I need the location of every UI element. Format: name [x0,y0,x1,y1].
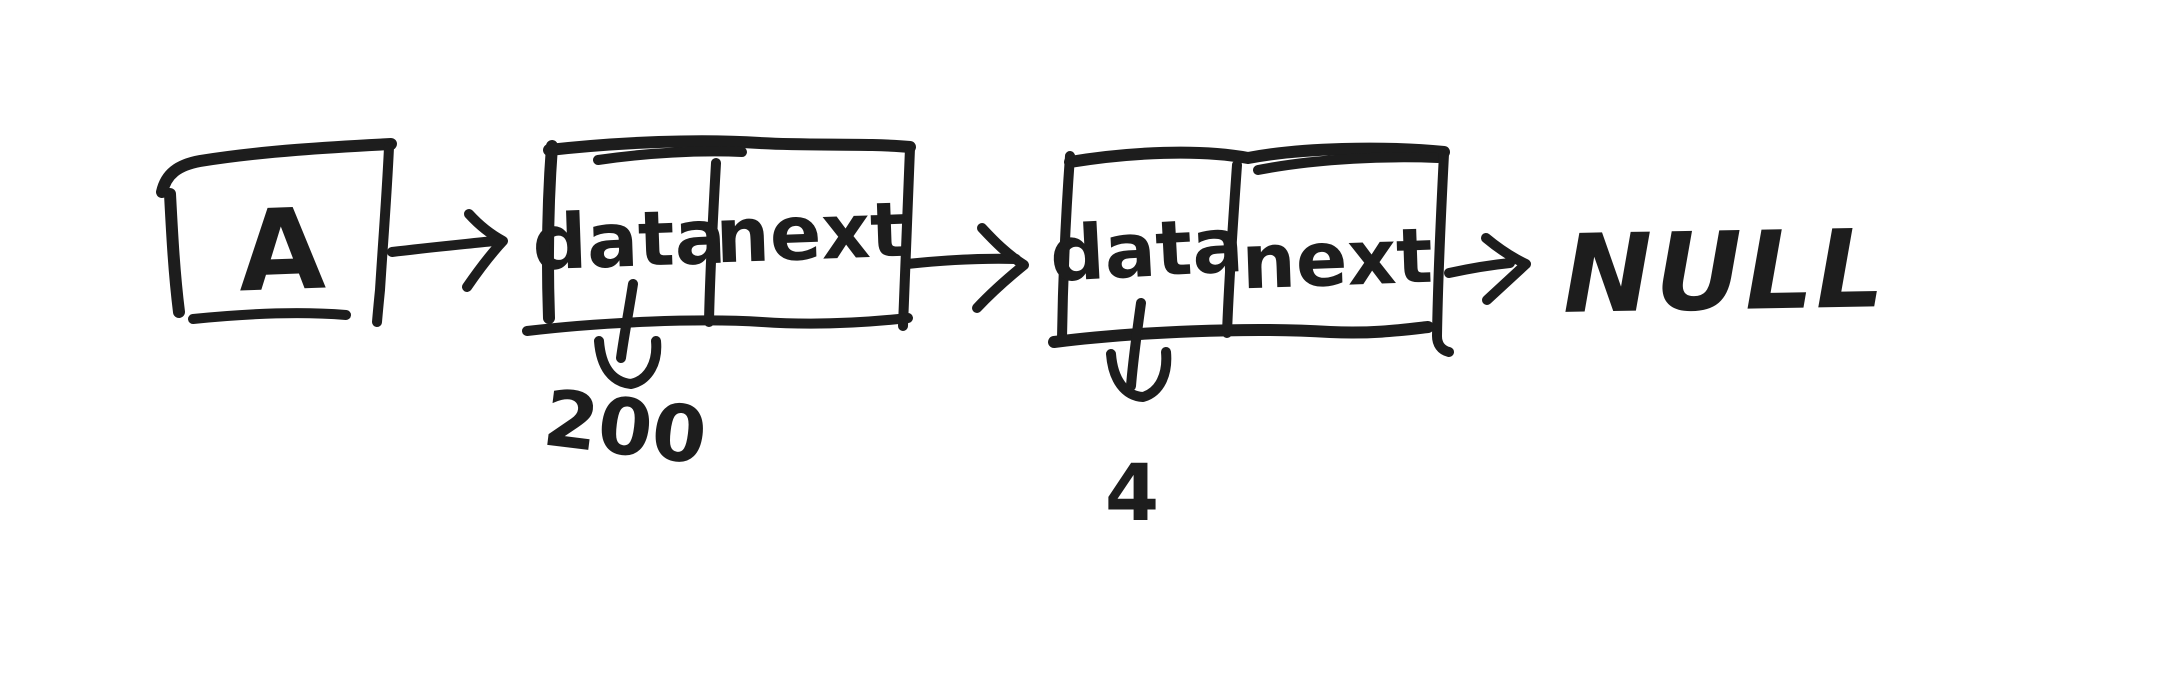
list-node-1: data next [522,135,916,336]
arrow-shaft [1444,258,1515,278]
node2-data-cell-label: data [1048,200,1246,299]
node2-cell-divider [1222,160,1242,338]
node2-bottom-outline [1048,321,1434,348]
down-arrow-icon-node1-value [594,279,662,389]
arrow-head [972,223,1029,313]
head-box-bottom-outline [188,308,351,324]
null-terminator-label: NULL [1561,207,1887,338]
head-box-top-outline [156,138,397,198]
head-pointer-box: A [156,138,397,327]
arrow-head [462,209,508,292]
down-arrow-stem [1126,298,1146,391]
node1-cell-divider [704,158,721,327]
head-box-left-outline [164,188,185,318]
down-arrow-head [594,336,662,389]
node1-top-double-stroke [593,146,747,165]
node1-top-outline [543,135,916,156]
list-node-2: data next [1048,142,1454,357]
arrow-shaft [902,253,1021,269]
right-arrow-icon-head-to-node1 [387,209,508,292]
head-pointer-label: A [236,185,327,318]
node2-left-outline [1057,151,1075,343]
arrow-head [1481,233,1531,305]
node1-bottom-outline [522,313,913,336]
node1-right-outline [898,143,915,331]
node1-data-value: 200 [539,374,712,483]
node2-right-outline [1432,149,1454,357]
node2-next-cell-label: next [1240,211,1434,307]
right-arrow-icon-node1-to-node2 [902,223,1029,313]
node1-next-cell-label: next [714,185,908,281]
node2-data-value: 4 [1105,449,1159,539]
down-arrow-stem [616,279,638,363]
node2-top-double-stroke [1253,152,1443,175]
arrow-shaft [387,236,499,257]
node2-top-outline [1064,142,1450,168]
down-arrow-head [1106,347,1172,402]
head-box-right-outline [372,142,394,327]
right-arrow-icon-node2-to-null [1444,233,1531,305]
node1-left-outline [542,140,558,324]
down-arrow-icon-node2-value [1106,298,1172,402]
node1-data-cell-label: data [531,192,727,288]
